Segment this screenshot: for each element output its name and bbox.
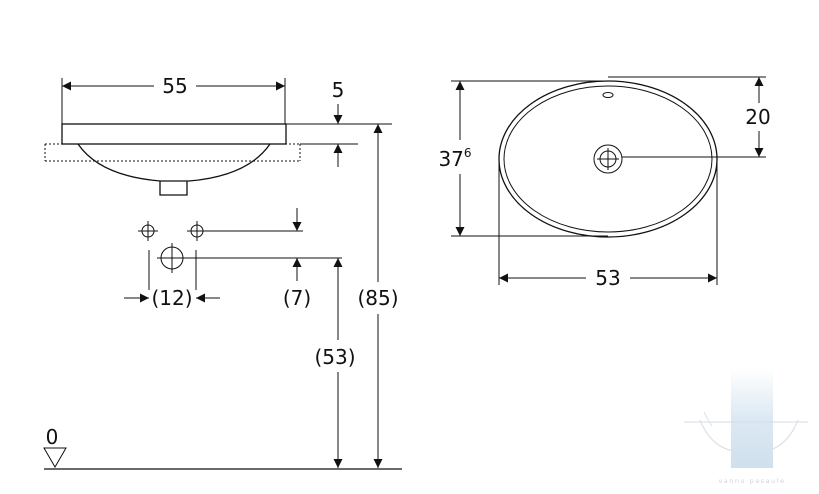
basin-profile xyxy=(44,123,301,196)
dim-floor-zero: 0 xyxy=(46,425,59,449)
dim-side-width: 55 xyxy=(162,74,187,98)
dim-overall-height: (85) xyxy=(357,286,398,310)
top-view: 376 20 53 xyxy=(438,76,771,290)
watermark-logo: vannu pasaule xyxy=(684,368,808,485)
dim-rim-thickness: 5 xyxy=(332,78,345,102)
overflow-hole xyxy=(602,92,614,98)
dim-valve-height: (53) xyxy=(314,345,355,369)
watermark-text: vannu pasaule xyxy=(718,477,785,485)
drain-outer xyxy=(593,144,623,174)
floor-datum-triangle xyxy=(43,447,67,468)
dim-valve-offset: (7) xyxy=(283,286,311,310)
dim-drain-offset: 20 xyxy=(745,105,770,129)
dim-valve-spacing: (12) xyxy=(151,286,192,310)
dim-top-width: 53 xyxy=(595,266,620,290)
valve-symbols xyxy=(138,221,342,290)
basin-outline-inner xyxy=(503,85,713,233)
side-view: 55 5 (7) (12) (85 xyxy=(43,74,402,470)
dim-top-depth: 376 xyxy=(438,146,471,171)
watermark-band xyxy=(731,368,773,468)
